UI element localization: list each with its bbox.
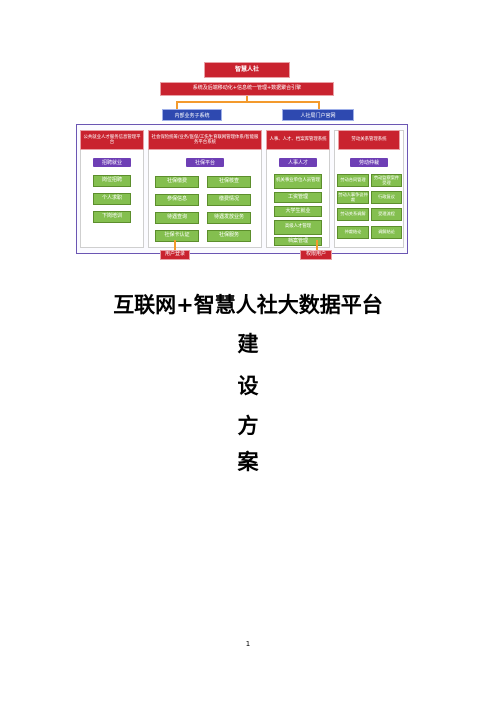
connector-line (318, 101, 320, 109)
connector-line (176, 101, 178, 109)
item-box: 大学生就业 (274, 206, 322, 217)
connector-line (176, 101, 320, 103)
item-box: 调解结论 (371, 226, 402, 239)
category-pill: 招聘就业 (93, 158, 131, 167)
item-box: 劳动关系调解 (337, 208, 369, 221)
user-login-box: 用户登录 (160, 250, 190, 260)
category-pill: 劳动仲裁 (350, 158, 388, 167)
item-box: 劳动合同管理 (337, 174, 369, 187)
item-box: 下岗培训 (93, 211, 131, 223)
column-header: 社会保险统筹/业务/医保/工伤生育联网管理体系/智能服务平台系统 (148, 130, 262, 150)
item-box: 高级人才管理 (274, 220, 322, 235)
item-box: 待遇发放业务 (207, 212, 251, 224)
item-box: 受理流程 (371, 208, 402, 221)
column-header: 人事、人才、档案库管理系统 (266, 130, 330, 150)
category-pill: 人事人才 (279, 158, 317, 167)
permission-user-box: 权限用户 (300, 250, 332, 260)
column-header: 劳动关系管理系统 (338, 130, 400, 150)
vertical-char: 设 (237, 374, 259, 398)
item-box: 待遇查询 (155, 212, 199, 224)
item-box: 档案管理 (274, 237, 322, 246)
item-box: 社保服务 (207, 230, 251, 242)
diagram-top-title: 智慧人社 (204, 62, 290, 78)
item-box: 个人求职 (93, 193, 131, 205)
item-box: 社保卡认证 (155, 230, 199, 242)
category-pill: 社保平台 (186, 158, 224, 167)
vertical-char: 案 (237, 450, 259, 474)
arrow-stem (316, 240, 318, 250)
item-box: 社保缴费 (155, 176, 199, 188)
portal-header: 人社局门户官网 (282, 109, 354, 121)
item-box: 社保核查 (207, 176, 251, 188)
item-box: 工资管理 (274, 192, 322, 203)
internal-subsystem-header: 内部业务子系统 (162, 109, 222, 121)
document-title: 互联网+智慧人社大数据平台 (113, 293, 383, 317)
item-box: 机关事业单位人员管理 (274, 174, 322, 189)
column-header: 公共就业人才服务信息管理平台 (80, 130, 144, 150)
item-box: 劳动人事争议仲裁 (337, 191, 369, 204)
vertical-char: 方 (237, 414, 259, 438)
item-box: 参保信息 (155, 194, 199, 206)
item-box: 岗位招聘 (93, 175, 131, 187)
item-box: 缴费情况 (207, 194, 251, 206)
connector-line (246, 96, 248, 102)
vertical-char: 建 (237, 332, 259, 356)
item-box: 仲裁结论 (337, 226, 369, 239)
arrow-stem (174, 240, 176, 250)
item-box: 劳动监察案件受理 (371, 174, 402, 187)
architecture-diagram: 智慧人社 系统及后端移动化+信息统一管理+数据聚合引擎 内部业务子系统 人社局门… (76, 60, 408, 260)
item-box: 行政复议 (371, 191, 402, 204)
page-number: 1 (245, 640, 251, 648)
diagram-top-subtitle: 系统及后端移动化+信息统一管理+数据聚合引擎 (160, 82, 334, 96)
